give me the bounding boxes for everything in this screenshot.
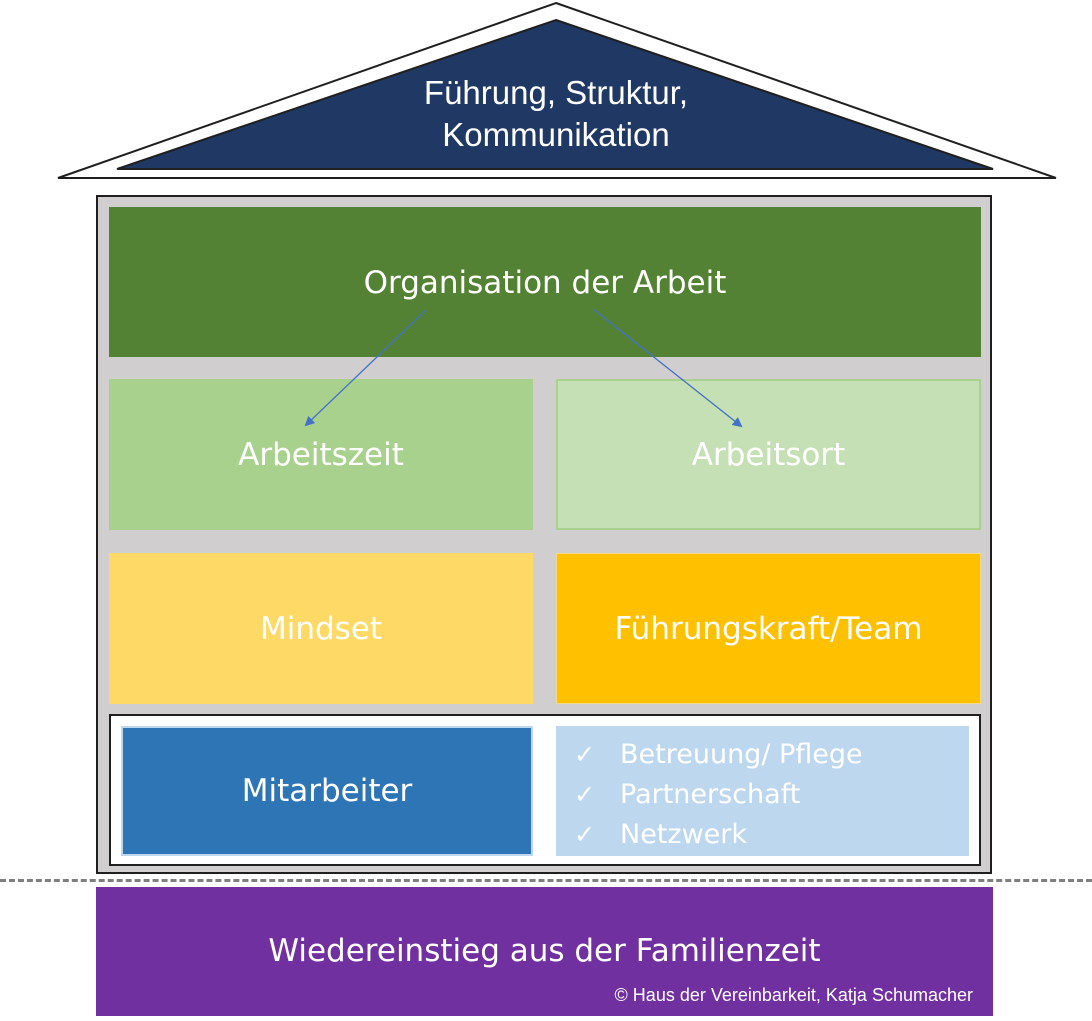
list-item: ✓ Netzwerk — [574, 814, 969, 854]
arbeitszeit-label: Arbeitszeit — [238, 436, 404, 473]
fuehrungskraft-team-box: Führungskraft/Team — [556, 553, 981, 704]
ground-line — [0, 879, 1092, 882]
list-item-label: Partnerschaft — [620, 778, 801, 810]
list-item-label: Netzwerk — [620, 818, 747, 850]
roof-title: Führung, Struktur, Kommunikation — [306, 72, 806, 156]
roof — [57, 1, 1057, 179]
roof-title-line-2: Kommunikation — [442, 116, 670, 153]
mitarbeiter-label: Mitarbeiter — [241, 773, 413, 809]
check-icon: ✓ — [574, 739, 595, 769]
foundation-label: Wiedereinstieg aus der Familienzeit — [268, 933, 821, 969]
check-icon: ✓ — [574, 779, 595, 809]
lebensbereiche-box: ✓ Betreuung/ Pflege ✓ Partnerschaft ✓ Ne… — [556, 726, 969, 856]
organisation-label: Organisation der Arbeit — [363, 265, 727, 301]
roof-title-line-1: Führung, Struktur, — [423, 74, 689, 111]
arbeitszeit-box: Arbeitszeit — [109, 379, 533, 530]
check-icon: ✓ — [574, 819, 595, 849]
arbeitsort-label: Arbeitsort — [691, 436, 846, 473]
organisation-box: Organisation der Arbeit — [109, 207, 981, 357]
mitarbeiter-box: Mitarbeiter — [121, 726, 533, 856]
list-item: ✓ Partnerschaft — [574, 774, 969, 814]
mindset-label: Mindset — [259, 610, 383, 647]
roof-fill — [116, 18, 994, 170]
fuehrungskraft-team-label: Führungskraft/Team — [614, 610, 923, 647]
list-item: ✓ Betreuung/ Pflege — [574, 734, 969, 774]
lebensbereiche-list: ✓ Betreuung/ Pflege ✓ Partnerschaft ✓ Ne… — [574, 734, 969, 854]
list-item-label: Betreuung/ Pflege — [620, 738, 863, 770]
foundation-box: Wiedereinstieg aus der Familienzeit © Ha… — [96, 887, 993, 1016]
copyright-note: © Haus der Vereinbarkeit, Katja Schumach… — [614, 985, 973, 1005]
arbeitsort-box: Arbeitsort — [556, 379, 981, 530]
mindset-box: Mindset — [109, 553, 533, 704]
